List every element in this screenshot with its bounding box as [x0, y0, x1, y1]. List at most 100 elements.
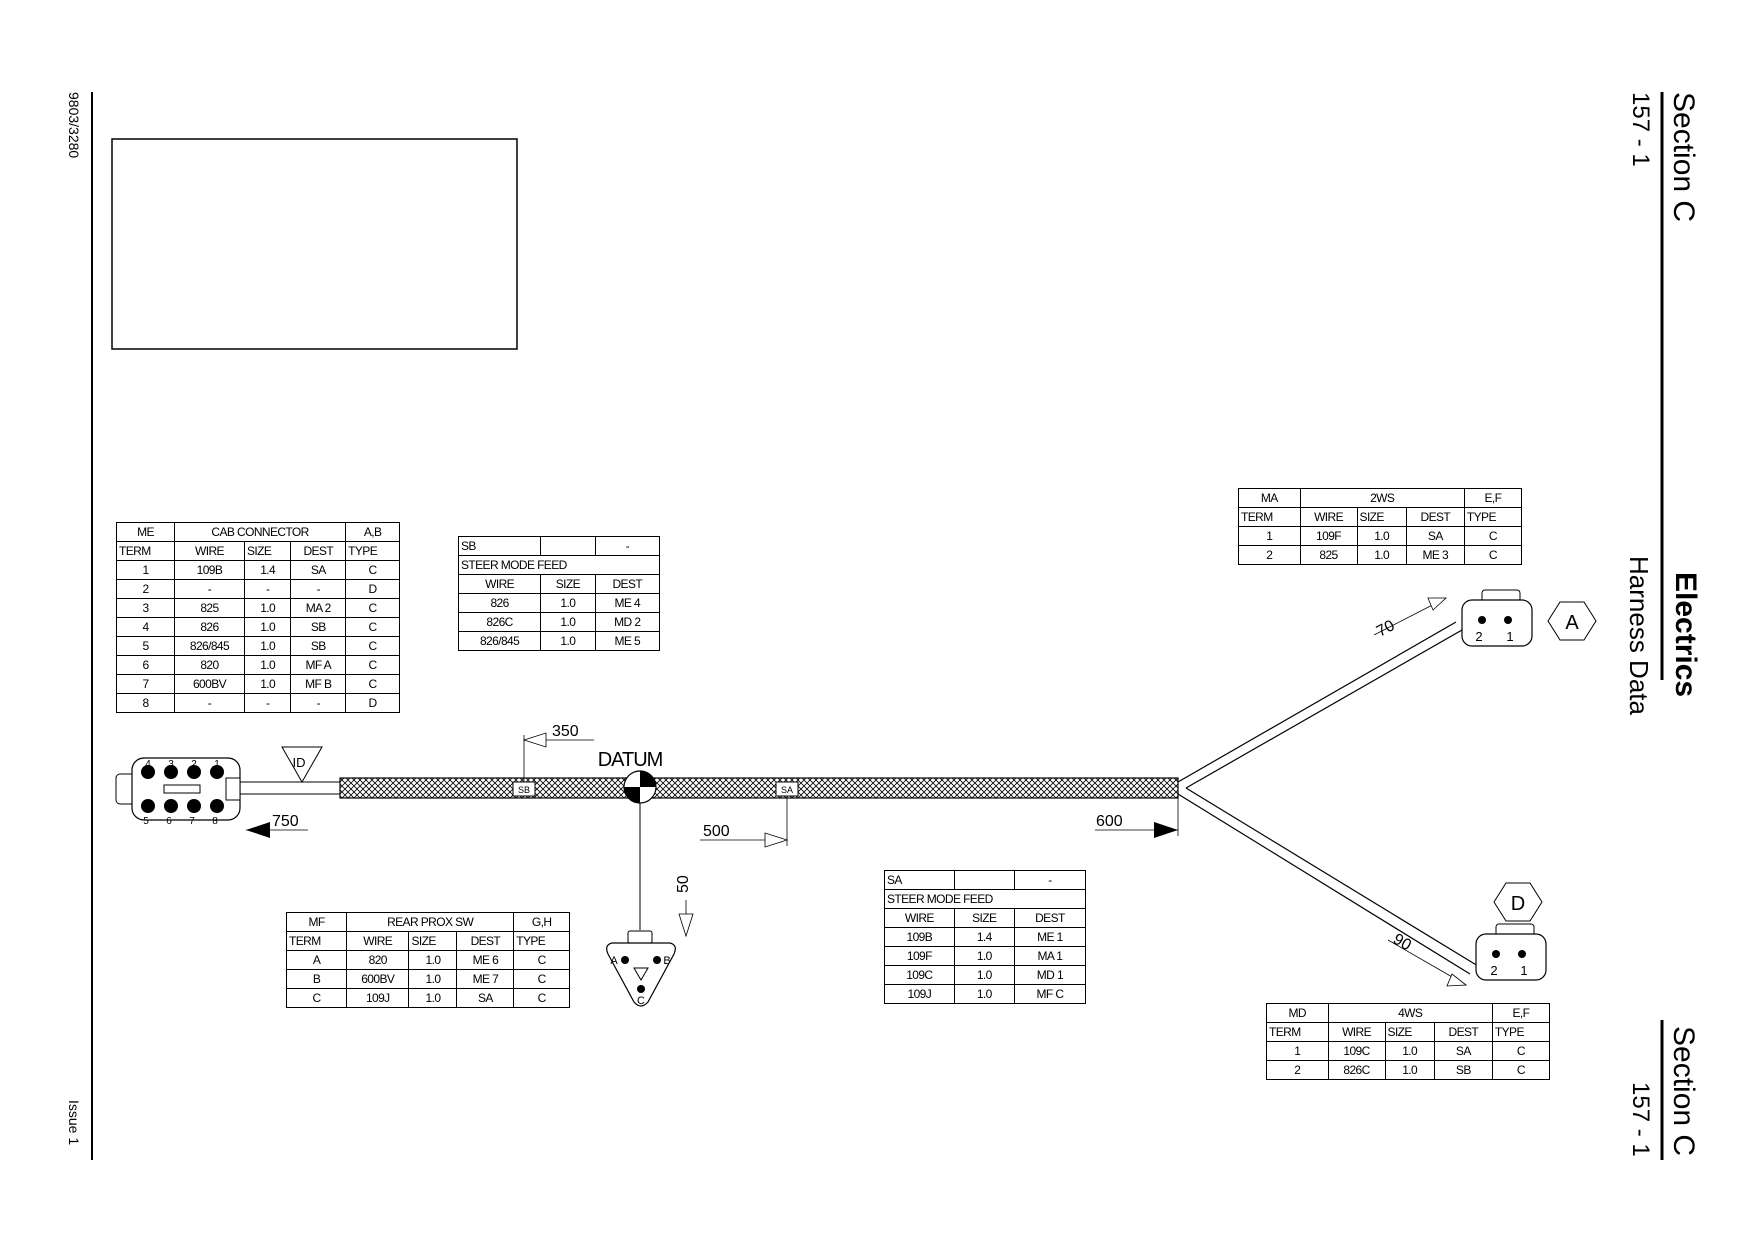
- harness-main-trunk: [339, 777, 1179, 799]
- table-cell: 1.4: [953, 927, 1015, 947]
- table-cell: 825: [1299, 545, 1358, 565]
- table-cell: C: [345, 636, 400, 656]
- table-cell: C: [1491, 1060, 1551, 1080]
- table-title-row: SA-: [884, 870, 1087, 890]
- table-cell: ME 1: [1013, 927, 1087, 947]
- svg-text:4: 4: [145, 759, 151, 770]
- table-cell: WIRE: [884, 908, 955, 928]
- table-cell: 7: [116, 674, 175, 694]
- hex-a-icon: A: [1547, 601, 1597, 641]
- table-cell: C: [285, 988, 348, 1008]
- page-number-top: 157 - 1: [1627, 92, 1654, 167]
- table-cell: 109J: [346, 988, 410, 1008]
- table-cell: DEST: [594, 574, 661, 594]
- section-label-bottom: Section C: [1667, 1026, 1700, 1157]
- table-cell: ME 5: [594, 631, 661, 651]
- svg-text:8: 8: [212, 816, 218, 827]
- table-cell: 1.0: [243, 598, 292, 618]
- table-cell: 826C: [1327, 1060, 1386, 1080]
- dim-90: 90: [1387, 931, 1468, 987]
- table-cell: 5: [116, 636, 175, 656]
- table-title-row: STEER MODE FEED: [458, 555, 660, 575]
- table-cell: C: [345, 674, 400, 694]
- document-number: 9803/3280: [66, 92, 82, 159]
- table-cell: 826/845: [173, 636, 245, 656]
- table-cell: 6: [116, 655, 175, 675]
- dim-750: 750: [246, 813, 308, 838]
- table-cell: -: [243, 693, 292, 713]
- table-cell: 1.0: [1384, 1060, 1435, 1080]
- table-cell: SB: [290, 617, 347, 637]
- svg-text:5: 5: [143, 816, 149, 827]
- table-cell: 1.0: [540, 593, 596, 613]
- connector-md-icon: 2 1: [1475, 923, 1547, 981]
- table-cell: 2: [116, 579, 175, 599]
- table-cell: ME 7: [456, 969, 515, 989]
- table-cell: 1.0: [408, 950, 458, 970]
- table-cell: 1.0: [953, 965, 1015, 985]
- table-cell: SIZE: [540, 574, 596, 594]
- table-cell: C: [513, 950, 570, 970]
- svg-text:90: 90: [1390, 931, 1414, 955]
- table-cell: 109B: [173, 560, 245, 580]
- table-cell: C: [1463, 526, 1523, 546]
- table-cell: MA: [1238, 488, 1301, 508]
- table-cell: SIZE: [1356, 507, 1407, 527]
- svg-text:70: 70: [1374, 617, 1398, 640]
- svg-text:2: 2: [1475, 629, 1482, 644]
- svg-text:C: C: [637, 995, 645, 1007]
- page-title: Electrics: [1669, 572, 1702, 698]
- svg-text:1: 1: [1520, 963, 1527, 978]
- table-cell: WIRE: [173, 541, 245, 561]
- datum-label: DATUM: [598, 749, 663, 771]
- table-cell: SA: [1433, 1041, 1493, 1061]
- table-cell: 1: [116, 560, 175, 580]
- table-cell: E,F: [1491, 1003, 1551, 1023]
- svg-text:A: A: [1565, 612, 1579, 634]
- table-cell: DEST: [1013, 908, 1087, 928]
- section-label-top: Section C: [1667, 92, 1700, 223]
- table-cell: 2: [1238, 545, 1301, 565]
- table-cell: C: [513, 969, 570, 989]
- svg-text:600: 600: [1096, 813, 1123, 830]
- issue-label: Issue 1: [66, 1100, 82, 1146]
- table-cell: ME 6: [456, 950, 515, 970]
- table-cell: MD 1: [1013, 965, 1087, 985]
- table-cell: -: [243, 579, 292, 599]
- svg-text:B: B: [663, 955, 670, 967]
- table-row: 2---D: [116, 579, 400, 599]
- table-cell: C: [345, 598, 400, 618]
- table-cell: 1: [1266, 1041, 1329, 1061]
- table-cell: 1: [1238, 526, 1301, 546]
- dim-50: 50: [675, 875, 694, 938]
- table-cell: MD 2: [594, 612, 661, 632]
- table-cell: SA: [290, 560, 347, 580]
- table-cell: C: [345, 560, 400, 580]
- hex-d-icon: D: [1493, 882, 1543, 922]
- connector-ma-icon: 2 1: [1461, 589, 1533, 647]
- table-cell: 1.0: [243, 674, 292, 694]
- table-cell: A: [285, 950, 348, 970]
- table-cell: 1.0: [243, 655, 292, 675]
- table-cell: 1.0: [408, 988, 458, 1008]
- table-cell: DEST: [456, 931, 515, 951]
- splice-sb: SB: [512, 781, 536, 797]
- table-cell: SB: [457, 536, 542, 556]
